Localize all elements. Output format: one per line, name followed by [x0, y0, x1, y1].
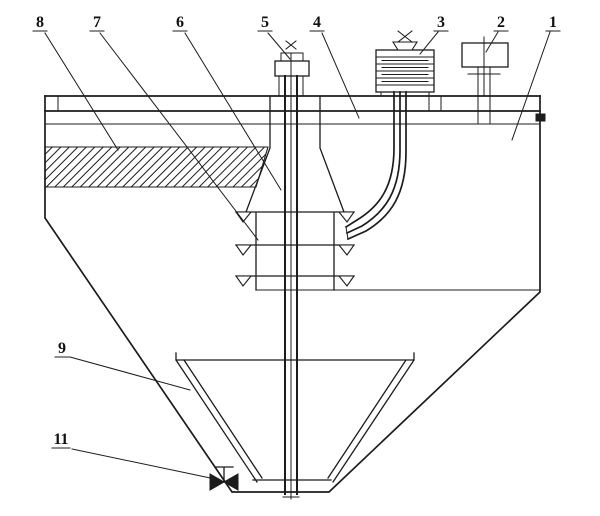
- leader-line: [71, 448, 221, 481]
- callout-label: 5: [261, 14, 269, 31]
- leader-line: [419, 31, 439, 55]
- callout-1: 1: [511, 14, 561, 141]
- callout-11: 11: [51, 431, 221, 481]
- wall-lug: [535, 113, 546, 122]
- baffle-edge: [234, 244, 253, 256]
- feed-pipe: [344, 91, 407, 241]
- valve-body: [222, 473, 239, 491]
- leader-line: [69, 356, 191, 391]
- motor-cap: [280, 52, 304, 62]
- bridge-deck: [44, 95, 541, 112]
- baffle-plates: [235, 211, 355, 291]
- callout-6: 6: [172, 14, 282, 191]
- callout-label: 8: [36, 14, 44, 31]
- feed-box-pipe: [467, 36, 501, 125]
- central-shaft: [282, 52, 300, 500]
- motor-top-cap: [392, 41, 418, 51]
- callouts: 8 7 6 5 4: [32, 14, 561, 481]
- motor-base-stubs: [380, 91, 430, 97]
- callout-3: 3: [419, 14, 449, 55]
- leader-line: [44, 32, 119, 151]
- callout-label: 4: [313, 14, 321, 31]
- shaft-top-motor: [274, 40, 310, 97]
- inner-cone-outline: [175, 352, 415, 483]
- bridge-support-block: [428, 95, 442, 112]
- motor-supports: [278, 75, 304, 97]
- shaft-centerline: [282, 52, 300, 500]
- feed-pipe-center: [345, 91, 401, 235]
- feed-pipe-wall: [344, 91, 395, 229]
- callout-label: 1: [549, 14, 557, 31]
- motor-cross-mark: [285, 40, 297, 50]
- leader-line: [267, 32, 291, 60]
- callout-5: 5: [257, 14, 291, 60]
- callout-label: 7: [93, 14, 101, 31]
- leader-line: [511, 31, 551, 141]
- baffle-edge: [337, 211, 356, 223]
- callout-4: 4: [309, 14, 360, 119]
- callout-9: 9: [54, 340, 191, 391]
- discharge-valve: [209, 466, 239, 491]
- motor-pulley-cross: [397, 30, 413, 43]
- drive-motor: [375, 30, 435, 97]
- feed-box-body: [461, 42, 509, 68]
- callout-label: 2: [497, 14, 505, 31]
- leader-line: [99, 32, 259, 241]
- motor-fins-inner: [381, 60, 429, 82]
- feed-pipe-end: [345, 226, 349, 240]
- tank-wall-outline: [44, 95, 541, 493]
- baffle-stack: [234, 211, 356, 291]
- feedwell-outline: [245, 95, 345, 213]
- baffle-edge: [337, 275, 356, 287]
- leader-line: [485, 31, 499, 53]
- callout-2: 2: [485, 14, 509, 53]
- leader-line: [184, 32, 282, 191]
- callout-8: 8: [32, 14, 119, 151]
- shaft-walls: [284, 75, 298, 495]
- feed-pipe-wall: [346, 91, 407, 241]
- callout-label: 6: [176, 14, 184, 31]
- callout-label: 11: [53, 431, 68, 448]
- leader-line: [321, 32, 360, 119]
- feedwell: [245, 95, 345, 213]
- feed-box: [461, 36, 509, 125]
- hatched-section-region: [44, 146, 269, 188]
- valve-body: [209, 473, 226, 491]
- motor-fins: [375, 56, 435, 86]
- valve-handle: [214, 466, 234, 483]
- baffle-edge: [234, 211, 253, 223]
- baffle-edge: [337, 244, 356, 256]
- callout-label: 3: [437, 14, 445, 31]
- tank-inner-lines: [44, 123, 541, 291]
- inner-cone: [175, 352, 415, 483]
- callout-label: 9: [58, 340, 66, 357]
- baffle-edge: [234, 275, 253, 287]
- callout-7: 7: [89, 14, 259, 241]
- tank-shell: [44, 95, 546, 493]
